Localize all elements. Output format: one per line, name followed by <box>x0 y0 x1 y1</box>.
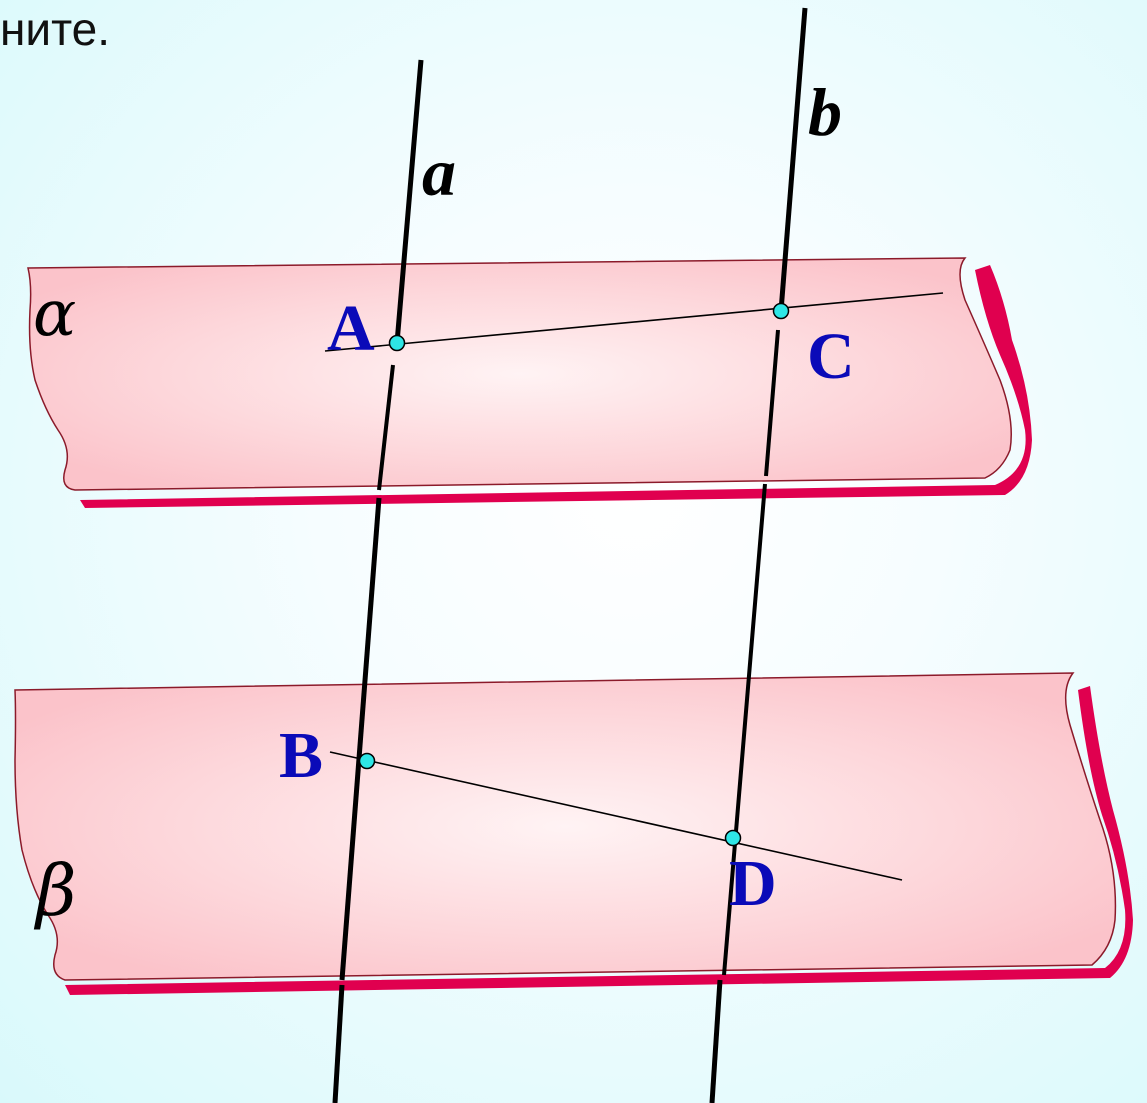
plane-alpha <box>27 257 1032 508</box>
point-B-marker <box>358 752 376 770</box>
point-D-label: D <box>729 847 777 920</box>
point-A-marker <box>388 334 406 352</box>
line-BD <box>329 751 903 881</box>
line-b <box>709 7 808 1103</box>
line-a-label: a <box>422 134 456 210</box>
plane-beta-surface <box>14 672 1117 981</box>
plane-beta-label: β <box>33 850 76 932</box>
plane-alpha-surface <box>27 257 1012 491</box>
line-AC <box>324 292 944 352</box>
point-C-label: C <box>807 320 855 393</box>
point-A-label: A <box>327 292 375 365</box>
point-D-marker <box>724 829 742 847</box>
caption-text: ните. <box>0 3 111 55</box>
line-b-label: b <box>808 74 842 150</box>
plane-beta <box>14 672 1133 995</box>
point-B-label: B <box>279 719 323 792</box>
line-a <box>332 59 424 1103</box>
plane-alpha-label: α <box>33 277 76 351</box>
point-C-marker <box>772 302 790 320</box>
